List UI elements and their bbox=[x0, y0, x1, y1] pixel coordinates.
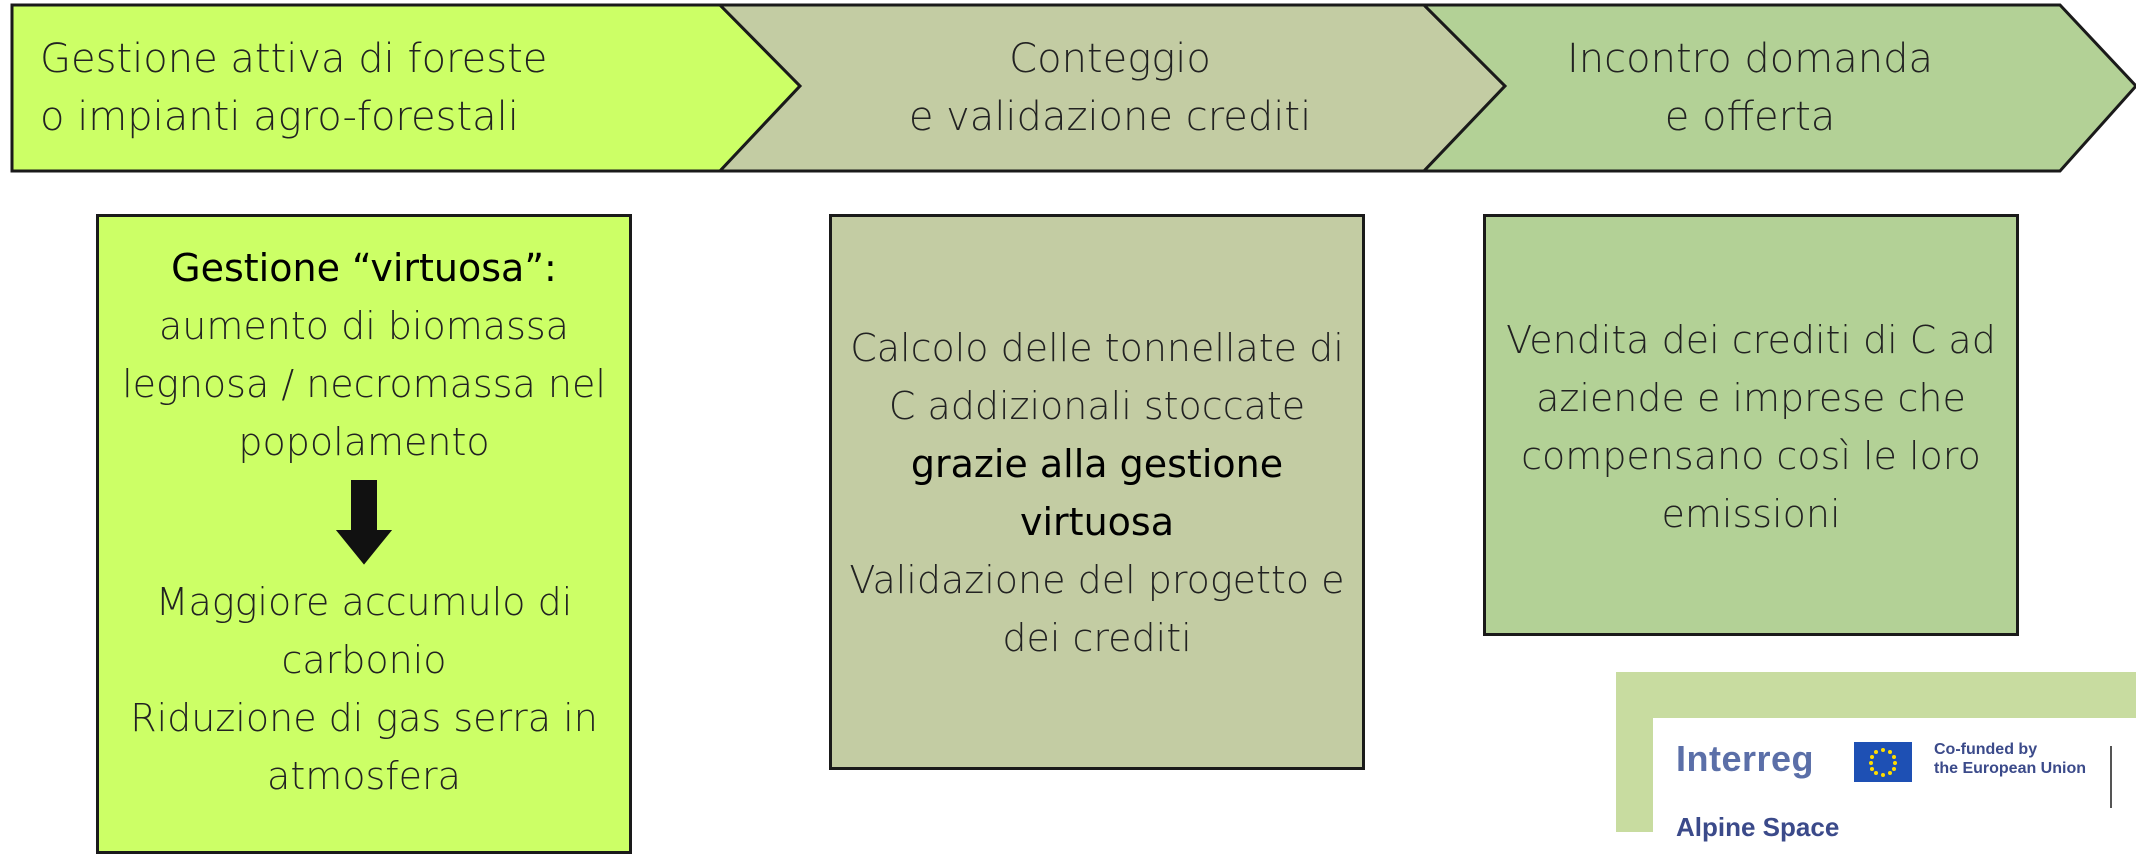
result-line: Maggiore accumulo di bbox=[155, 580, 573, 624]
management-line: aumento di biomassa bbox=[159, 304, 569, 348]
market-line: emissioni bbox=[1661, 492, 1841, 536]
step-3-label: Incontro domanda e offerta bbox=[1567, 36, 1933, 140]
management-title: Gestione “virtuosa”: bbox=[171, 246, 557, 290]
result-line: Riduzione di gas serra in bbox=[130, 696, 598, 740]
step-3-shape bbox=[1420, 3, 2136, 173]
management-line: popolamento bbox=[238, 420, 490, 464]
management-box: Gestione “virtuosa”: aumento di biomassa… bbox=[96, 214, 632, 854]
alpine-space-label: Alpine Space bbox=[1676, 812, 1840, 842]
eu-flag-icon bbox=[1854, 742, 1912, 782]
step-1-label: Gestione attiva di foreste o impianti ag… bbox=[40, 36, 548, 140]
validation-line: Validazione del progetto e bbox=[849, 558, 1345, 602]
market-line: aziende e imprese che bbox=[1536, 376, 1966, 420]
validation-emphasis: grazie alla gestione bbox=[910, 442, 1284, 486]
interreg-logo: Interreg bbox=[1676, 738, 1815, 779]
result-line: atmosfera bbox=[267, 754, 461, 798]
step-2-label: Conteggio e validazione crediti bbox=[908, 36, 1312, 140]
market-box: Vendita dei crediti di C ad aziende e im… bbox=[1483, 214, 2019, 636]
result-line: carbonio bbox=[281, 638, 447, 682]
validation-line: dei crediti bbox=[1002, 616, 1192, 660]
process-chevrons bbox=[10, 3, 2136, 173]
management-line: legnosa / necromassa nel bbox=[122, 362, 606, 406]
market-line: compensano così le loro bbox=[1521, 434, 1981, 478]
cofunded-label: Co-funded by the European Union bbox=[1934, 741, 2086, 777]
market-line: Vendita dei crediti di C ad bbox=[1506, 318, 1996, 362]
validation-emphasis: virtuosa bbox=[1020, 500, 1174, 544]
validation-box: Calcolo delle tonnellate di C addizional… bbox=[829, 214, 1365, 770]
arrow-down-icon bbox=[336, 480, 392, 565]
logo-divider bbox=[2110, 746, 2112, 808]
validation-line: Calcolo delle tonnellate di bbox=[850, 326, 1344, 370]
validation-line: C addizionali stoccate bbox=[888, 384, 1306, 428]
